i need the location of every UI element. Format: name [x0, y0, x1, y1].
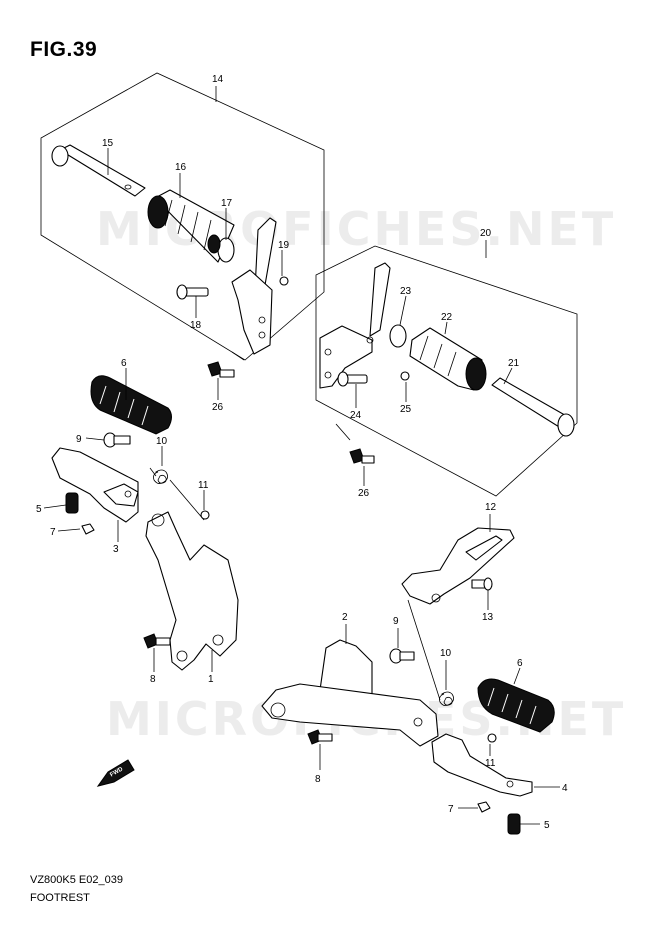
nut-7-right: [477, 801, 491, 813]
fwd-arrow-icon: FWD: [96, 759, 135, 787]
callout-18: 18: [190, 320, 202, 331]
callout-1: 1: [208, 674, 214, 685]
washer-23: [389, 324, 407, 348]
bracket-14: [231, 217, 277, 355]
footrest-rubber-6-left: [90, 375, 172, 435]
bracket-12: [401, 527, 515, 605]
bolt-9-right: [389, 648, 415, 664]
callout-4: 4: [562, 783, 568, 794]
callout-7-left: 7: [50, 527, 56, 538]
figure-title: FIG.39: [30, 38, 98, 61]
callout-8-left: 8: [150, 674, 156, 685]
callout-16: 16: [175, 162, 187, 173]
callout-13: 13: [482, 612, 494, 623]
circlip-11-right: [487, 733, 497, 743]
footrest-rubber-6-right: [477, 678, 555, 733]
callout-8-right: 8: [315, 774, 321, 785]
callout-5-left: 5: [36, 504, 42, 515]
circlip-19: [279, 276, 289, 286]
bolt-8-left: [143, 633, 171, 649]
callout-11-left: 11: [198, 480, 209, 491]
bracket-1: [145, 511, 239, 671]
callout-26-b: 26: [358, 488, 370, 499]
callout-6-left: 6: [121, 358, 127, 369]
callout-17: 17: [221, 198, 233, 209]
callout-20: 20: [480, 228, 492, 239]
callout-19: 19: [278, 240, 290, 251]
rubber-22: [409, 327, 487, 391]
callout-3: 3: [113, 544, 119, 555]
callout-numbers: 14 15 16 17 19 18 20 23 22 21 24 25 26 2…: [36, 74, 568, 831]
callout-10-right: 10: [440, 648, 452, 659]
callout-15: 15: [102, 138, 114, 149]
drawing-code: VZ800K5 E02_039: [30, 874, 123, 886]
circlip-25: [400, 371, 410, 381]
assembly-box-14: [40, 72, 325, 361]
bolt-5-left: [65, 492, 79, 514]
leader-lines: [43, 86, 560, 825]
pin-21: [491, 377, 575, 437]
callout-21: 21: [508, 358, 520, 369]
bolt-26-b: [349, 448, 375, 464]
callout-2: 2: [342, 612, 348, 623]
bolt-18: [176, 284, 209, 300]
bolt-5-right: [507, 813, 521, 835]
circlip-11-left: [200, 510, 210, 520]
callout-26-a: 26: [212, 402, 224, 413]
callout-12: 12: [485, 502, 497, 513]
spring-10-left: [149, 467, 168, 484]
callout-11-right: 11: [485, 758, 496, 769]
bracket-4: [431, 733, 533, 797]
callout-25: 25: [400, 404, 412, 415]
spring-10-right: [439, 691, 454, 706]
bolt-24: [337, 371, 368, 387]
bracket-3: [51, 447, 139, 523]
callout-6-right: 6: [517, 658, 523, 669]
callout-9-right: 9: [393, 616, 399, 627]
callout-10-left: 10: [156, 436, 168, 447]
bolt-9-left: [103, 432, 131, 448]
bolt-26-a: [207, 361, 235, 378]
bolt-8-right: [307, 729, 333, 745]
bracket-20: [319, 262, 391, 389]
pin-15: [51, 144, 146, 197]
bolt-13: [471, 577, 493, 591]
callout-5-right: 5: [544, 820, 550, 831]
nut-7-left: [81, 523, 95, 535]
bracket-2: [261, 639, 439, 747]
callout-14: 14: [212, 74, 224, 85]
assembly-box-20: [315, 245, 578, 497]
callout-23: 23: [400, 286, 412, 297]
callout-24: 24: [350, 410, 362, 421]
diagram-caption: FOOTREST: [30, 892, 90, 904]
callout-9-left: 9: [76, 434, 82, 445]
callout-22: 22: [441, 312, 453, 323]
callout-7-right: 7: [448, 804, 454, 815]
